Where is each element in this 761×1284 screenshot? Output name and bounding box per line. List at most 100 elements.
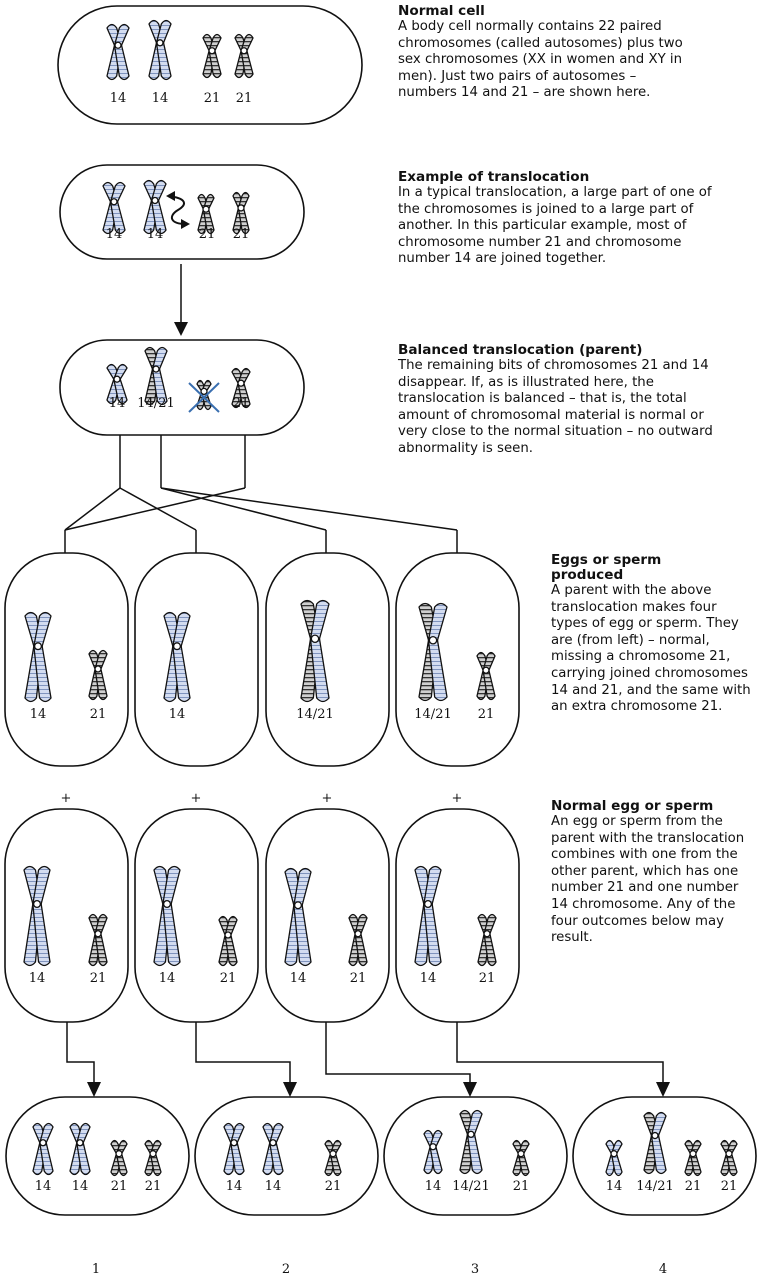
section-body: A parent with the above translocation ma… [551, 583, 751, 715]
normal-cell-outline [57, 5, 363, 125]
chromosome-label: 21 [204, 91, 221, 106]
chromosome-14 [69, 1122, 91, 1176]
chromosome-21 [348, 913, 368, 967]
chromosome-label: 14/21 [452, 1179, 489, 1194]
chromosome-label: 14 [72, 1179, 89, 1194]
chromosome-14 [223, 1122, 245, 1176]
chromosome-label: 14 [30, 707, 47, 722]
chromosome-21 [144, 1139, 162, 1177]
chromosome-label: 21 [721, 1179, 738, 1194]
chromosome-label: 21 [478, 707, 495, 722]
chromosome-14 [23, 865, 51, 967]
chromosome-label: 14/21 [636, 1179, 673, 1194]
chromosome-label: 14 [109, 396, 126, 411]
chromosome-21 [234, 33, 254, 79]
chromosome-label: 14 [420, 971, 437, 986]
plus-sign: + [191, 791, 202, 806]
plus-sign: + [61, 791, 72, 806]
chromosome-21 [231, 367, 251, 409]
chromosome-label: 21 [145, 1179, 162, 1194]
section-heading: Balanced translocation (parent) [398, 342, 643, 358]
chromosome-14 [106, 23, 130, 81]
chromosome-label: 14 [29, 971, 46, 986]
chromosome-label: 14 [106, 227, 123, 242]
chromosome-label: 21 [325, 1179, 342, 1194]
chromosome-21 [232, 191, 250, 235]
chromosome-14 [106, 363, 128, 405]
chromosome-14-21 [300, 599, 330, 703]
outcome-number: 2 [282, 1262, 290, 1277]
section-gametes: Eggs or sperm produced A parent with the… [551, 553, 751, 716]
chromosome-label: 14 [159, 971, 176, 986]
section-body: In a typical translocation, a large part… [398, 185, 712, 267]
chromosome-21 [196, 379, 212, 411]
section-heading: Normal cell [398, 3, 485, 19]
chromosome-14 [163, 611, 191, 703]
chromosome-21 [197, 193, 215, 235]
chromosome-label: 14 [147, 227, 164, 242]
chromosome-label: 21 [220, 971, 237, 986]
chromosome-label: 14 [425, 1179, 442, 1194]
chromosome-label: 14 [290, 971, 307, 986]
connector-lines [64, 264, 664, 1082]
section-normal-cell: Normal cell A body cell normally contain… [398, 4, 698, 102]
exchange-arrow-icon [166, 191, 190, 229]
section-heading: Example of translocation [398, 169, 590, 185]
plus-sign: + [452, 791, 463, 806]
other-gamete-cell-outline [4, 808, 129, 1023]
arrowheads [87, 322, 670, 1097]
chromosome-label: 21 [90, 971, 107, 986]
section-translocation: Example of translocation In a typical tr… [398, 170, 728, 268]
outcome-cell-outline [194, 1096, 379, 1216]
chromosome-label: 14/21 [137, 396, 174, 411]
chromosome-label: 14 [35, 1179, 52, 1194]
outcome-cell-outline [5, 1096, 190, 1216]
outcome-number: 4 [659, 1262, 667, 1277]
section-heading: Eggs or sperm produced [551, 552, 662, 583]
chromosome-label: 14 [265, 1179, 282, 1194]
chromosome-label: 21 [233, 396, 250, 411]
chromosome-14 [143, 179, 167, 235]
section-body: The remaining bits of chromosomes 21 and… [398, 358, 713, 456]
chromosome-21 [477, 913, 497, 967]
chromosome-label: 14/21 [296, 707, 333, 722]
chromosome-14-21 [144, 346, 168, 406]
chromosome-label: 21 [479, 971, 496, 986]
gamete-cell-outline [134, 552, 259, 767]
section-normal-gamete: Normal egg or sperm An egg or sperm from… [551, 799, 747, 947]
chromosome-14 [24, 611, 52, 703]
chromosome-21 [684, 1139, 702, 1177]
chromosome-21 [88, 649, 108, 701]
chromosome-14 [414, 865, 442, 967]
chromosome-14 [102, 181, 126, 235]
chromosome-label: 14 [152, 91, 169, 106]
chromosome-label: 21 [199, 227, 216, 242]
section-body: An egg or sperm from the parent with the… [551, 814, 745, 946]
chromosome-21 [88, 913, 108, 967]
chromosome-14 [262, 1122, 284, 1176]
other-gamete-cell-outline [265, 808, 390, 1023]
chromosome-label: 14 [110, 91, 127, 106]
chromosome-label: 21 [111, 1179, 128, 1194]
other-gamete-cell-outline [395, 808, 520, 1023]
chromosome-14-21 [418, 602, 448, 702]
balanced-cell-outline [59, 339, 305, 436]
chromosome-label: 21 [513, 1179, 530, 1194]
chromosome-label: 14/21 [414, 707, 451, 722]
chromosome-21 [476, 651, 496, 701]
chromosome-21 [202, 33, 222, 79]
chromosome-21 [720, 1139, 738, 1177]
chromosome-21 [512, 1139, 530, 1177]
other-gamete-cell-outline [134, 808, 259, 1023]
lost-chromosome-cross-icon [188, 382, 220, 413]
gamete-cell-outline [395, 552, 520, 767]
chromosome-14-21 [643, 1111, 667, 1175]
chromosome-label: 21 [236, 91, 253, 106]
chromosome-label: 21 [685, 1179, 702, 1194]
outcome-number: 3 [471, 1262, 479, 1277]
section-heading: Normal egg or sperm [551, 798, 714, 814]
chromosome-21 [110, 1139, 128, 1177]
chromosome-14 [148, 19, 172, 81]
chromosome-14 [153, 865, 181, 967]
